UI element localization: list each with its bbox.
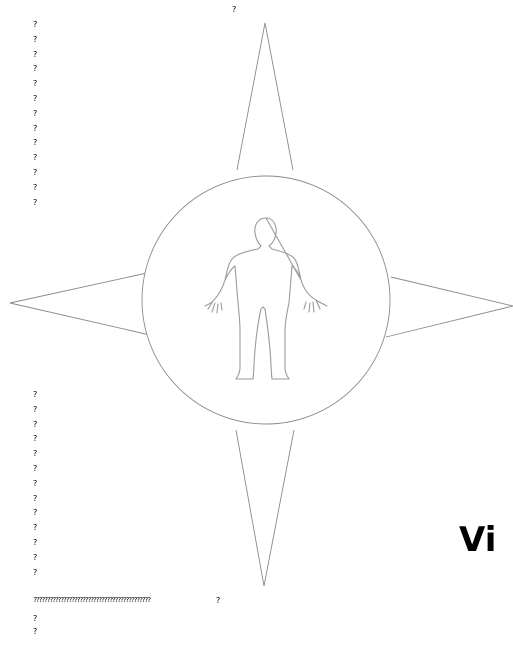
list-item: ? [33, 418, 37, 433]
list-item: ? [33, 432, 37, 447]
list-item: ? [33, 462, 37, 477]
list-item: ? [33, 477, 37, 492]
footer-glyph: ? [33, 614, 37, 623]
list-item: ? [33, 447, 37, 462]
list-item: ? [33, 388, 37, 403]
glyph-run-line: ????????????????????????????????????????… [33, 596, 150, 605]
list-item: ? [33, 566, 37, 581]
list-item: ? [33, 506, 37, 521]
compass-point-south [236, 430, 294, 586]
list-item: ? [33, 551, 37, 566]
page-title: Vi [459, 520, 496, 560]
list-item: ? [33, 492, 37, 507]
glyph-run-tail: ? [216, 596, 220, 605]
footer-glyph: ? [33, 627, 37, 636]
list-item: ? [33, 403, 37, 418]
compass-point-east [386, 277, 513, 337]
list-item: ? [33, 536, 37, 551]
list-item: ? [33, 521, 37, 536]
compass-point-north [237, 23, 293, 170]
compass-circle [142, 176, 390, 424]
glyph-list-bottom: ? ? ? ? ? ? ? ? ? ? ? ? ? [33, 388, 37, 580]
compass-point-west [10, 273, 150, 335]
